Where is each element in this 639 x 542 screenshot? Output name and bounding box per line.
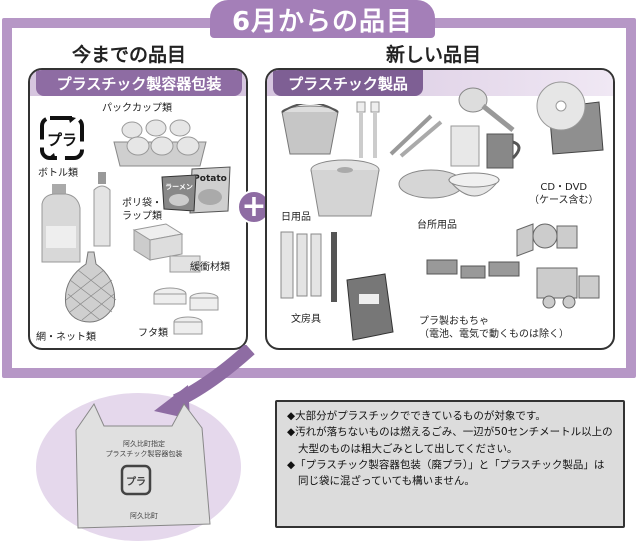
binder-image <box>346 273 394 341</box>
notes-box: ◆大部分がプラスチックでできているものが対象です。 ◆汚れが落ちないものは燃える… <box>275 400 625 528</box>
toys-image <box>426 223 600 309</box>
label-bottle: ボトル類 <box>38 168 78 179</box>
bucket-image <box>281 104 339 155</box>
label-cup: パックカップ類 <box>102 103 172 114</box>
spoon-image <box>458 87 515 132</box>
label-stationery: 文房具 <box>291 314 321 325</box>
bag-line1: 阿久比町指定 <box>123 439 165 448</box>
spray-bottle-image <box>93 172 111 247</box>
pura-mark-text: プラ <box>47 131 77 149</box>
cup-tray-image <box>113 119 207 167</box>
label-cd: CD・DVD （ケース含む） <box>529 182 599 206</box>
detergent-bottle-image <box>41 184 81 263</box>
note-1: ◆大部分がプラスチックでできているものが対象です。 <box>287 410 546 422</box>
stool-image <box>310 159 380 217</box>
note-3: ◆「プラスチック製容器包装（廃プラ）」と「プラスチック製品」は同じ袋に混ざってい… <box>287 458 605 488</box>
cd-dvd-image <box>536 81 604 155</box>
label-lid: フタ類 <box>138 328 168 339</box>
chips-text: Potato <box>193 174 227 184</box>
utensils-image <box>389 114 443 158</box>
cushion-image <box>132 223 201 273</box>
left-heading: 今までの品目 <box>72 44 187 66</box>
label-kitchen: 台所用品 <box>417 220 457 231</box>
label-daily: 日用品 <box>281 212 311 223</box>
right-panel-title: プラスチック製品 <box>273 70 423 96</box>
label-cushion: 緩衝材類 <box>190 262 230 273</box>
designated-bag-image: 阿久比町指定 プラスチック製容器包装 プラ 阿久比町 <box>75 402 211 529</box>
bag-line2: プラスチック製容器包装 <box>106 449 183 458</box>
page-title: 6月からの品目 <box>210 0 435 38</box>
left-panel: プラスチック製容器包装 プラ パックカップ類 ボトル類 ポリ袋・ ラップ類 Po… <box>28 68 248 350</box>
pura-recycle-icon: プラ <box>40 116 84 160</box>
left-panel-title: プラスチック製容器包装 <box>36 70 242 96</box>
ramen-bag-image: ラーメン <box>161 174 197 212</box>
cups-image <box>450 125 521 169</box>
pens-image <box>280 231 337 302</box>
toothbrush-image <box>356 101 380 158</box>
right-heading: 新しい品目 <box>386 44 482 66</box>
label-net: 網・ネット類 <box>36 332 96 343</box>
plates-image <box>398 169 501 199</box>
bag-mark: プラ <box>126 475 146 488</box>
label-bag: ポリ袋・ ラップ類 <box>122 198 162 222</box>
ramen-text: ラーメン <box>165 183 193 191</box>
note-2: ◆汚れが落ちないものは燃えるごみ、一辺が50センチメートル以上の大型のものは粗大… <box>287 426 613 455</box>
lids-image <box>153 287 219 335</box>
bag-bottom-text: 阿久比町 <box>130 511 158 520</box>
right-panel: プラスチック製品 台所用品 CD・ <box>265 68 615 350</box>
label-toys: プラ製おもちゃ （電池、電気で動くものは除く） <box>419 316 569 340</box>
net-bag-image <box>64 251 117 323</box>
